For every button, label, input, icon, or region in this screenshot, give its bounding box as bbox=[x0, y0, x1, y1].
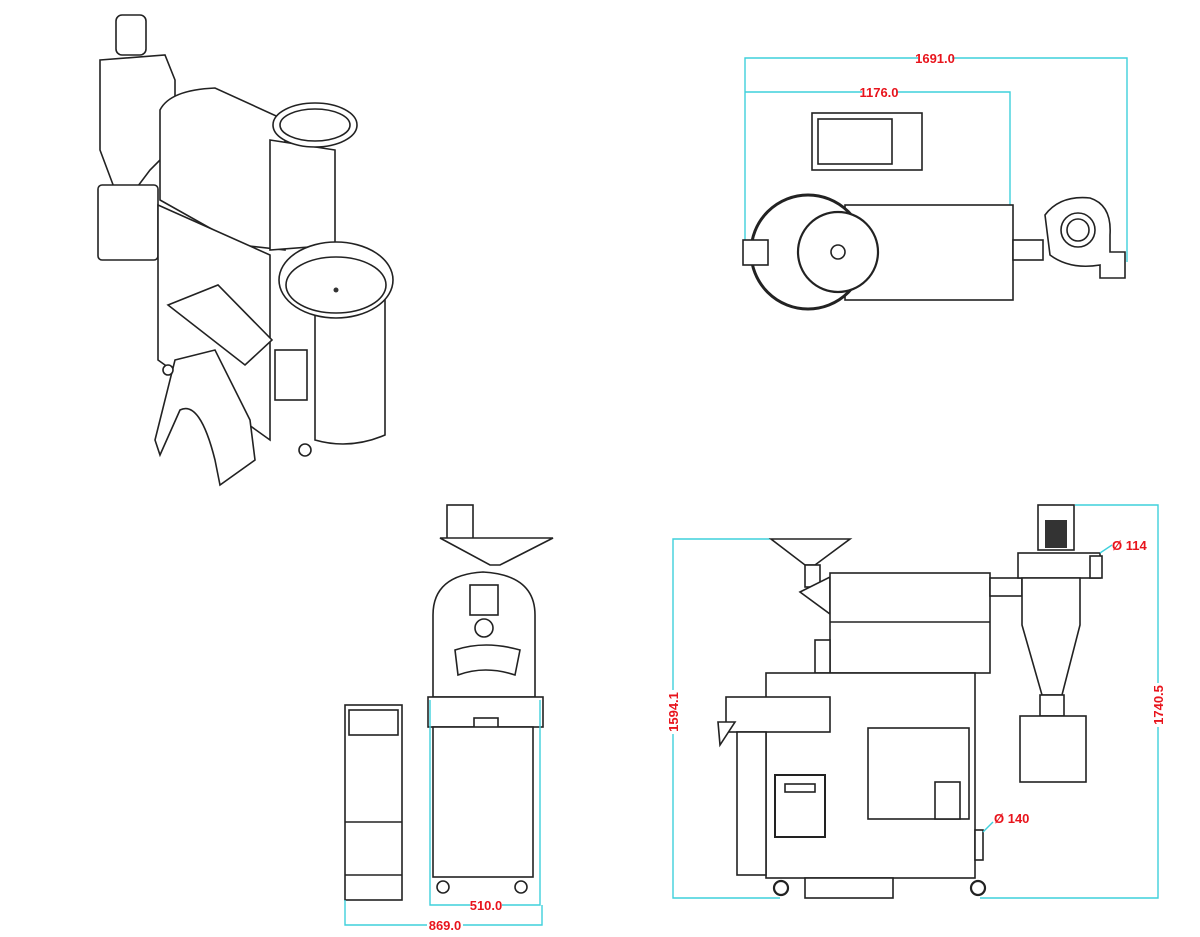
front-discharge bbox=[454, 644, 521, 677]
front-wheel bbox=[436, 880, 450, 894]
side-view: 1594.1 1740.5 Ø 114 Ø 140 bbox=[666, 504, 1166, 899]
iso-wheel bbox=[298, 443, 312, 457]
iso-front-plate bbox=[269, 139, 336, 251]
side-wheel bbox=[772, 879, 790, 897]
top-duct bbox=[1012, 239, 1044, 261]
front-sampler bbox=[469, 584, 499, 616]
side-wheel bbox=[969, 879, 987, 897]
side-tray-chute bbox=[717, 721, 737, 748]
side-base bbox=[804, 877, 894, 899]
iso-tray-center bbox=[333, 287, 339, 293]
iso-cooling-tray-inner bbox=[285, 256, 387, 314]
front-motor bbox=[446, 504, 474, 541]
dim-bg bbox=[862, 85, 896, 99]
iso-cooling-cabinet bbox=[314, 299, 386, 445]
front-cabinet bbox=[432, 726, 534, 878]
side-chaff-collector bbox=[1019, 715, 1087, 783]
top-view: 1691.0 1176.0 bbox=[742, 51, 1128, 311]
dim-label-869: 869.0 bbox=[429, 918, 462, 933]
dim-label-d114: Ø 114 bbox=[1112, 538, 1147, 553]
iso-chute bbox=[166, 284, 274, 367]
iso-collector bbox=[97, 184, 159, 261]
iso-hopper bbox=[272, 102, 358, 148]
dim-bg bbox=[470, 898, 502, 912]
dim-label-1740: 1740.5 bbox=[1151, 685, 1166, 725]
dim-bg bbox=[918, 51, 952, 65]
iso-stand bbox=[154, 349, 256, 487]
iso-wheel bbox=[162, 364, 174, 376]
top-panel-inner bbox=[817, 118, 893, 165]
top-chute bbox=[742, 239, 769, 266]
leader-114 bbox=[1099, 544, 1113, 554]
front-view: 510.0 869.0 bbox=[344, 504, 554, 933]
side-burner-box bbox=[814, 639, 831, 674]
dim-line-1176 bbox=[745, 91, 1011, 205]
front-hopper bbox=[439, 537, 554, 566]
dim-label-1691: 1691.0 bbox=[915, 51, 955, 66]
top-hopper bbox=[796, 210, 880, 294]
side-cyclone-neck bbox=[1039, 694, 1065, 717]
front-control-panel bbox=[344, 704, 403, 901]
iso-hopper-inner bbox=[279, 108, 351, 142]
top-panel bbox=[811, 112, 923, 171]
front-wheel bbox=[514, 880, 528, 894]
side-cooling-cabinet bbox=[736, 731, 767, 876]
dim-label-1176: 1176.0 bbox=[859, 85, 898, 100]
dim-label-510: 510.0 bbox=[470, 898, 503, 913]
iso-door bbox=[274, 349, 308, 401]
top-fan-inlet bbox=[1060, 212, 1096, 248]
iso-cyclone bbox=[99, 54, 176, 191]
dim-label-d140: Ø 140 bbox=[994, 811, 1029, 826]
side-drum bbox=[829, 572, 991, 674]
dim-bg bbox=[666, 690, 680, 734]
side-fan-outlet bbox=[1089, 555, 1103, 579]
side-fan-housing bbox=[1017, 552, 1101, 579]
iso-motor bbox=[115, 14, 147, 56]
side-hopper bbox=[768, 538, 853, 566]
side-door-label bbox=[784, 783, 816, 793]
side-door bbox=[774, 774, 826, 838]
leader-140 bbox=[982, 821, 994, 833]
side-exhaust bbox=[974, 829, 984, 861]
front-control-screen bbox=[348, 709, 399, 736]
side-motor-fins bbox=[1045, 520, 1067, 548]
front-sight-glass bbox=[474, 618, 494, 638]
side-cooling-tray bbox=[725, 696, 831, 733]
isometric-view bbox=[97, 14, 394, 487]
top-hopper-hole bbox=[830, 244, 846, 260]
dim-bg bbox=[1151, 683, 1165, 727]
iso-cooling-tray bbox=[278, 241, 394, 319]
side-cyclone bbox=[1021, 577, 1081, 696]
dim-bg bbox=[427, 918, 463, 932]
top-fan-inlet-inner bbox=[1066, 218, 1090, 242]
side-duct bbox=[989, 577, 1023, 597]
side-blower bbox=[934, 781, 961, 820]
dim-label-1594: 1594.1 bbox=[666, 692, 681, 732]
